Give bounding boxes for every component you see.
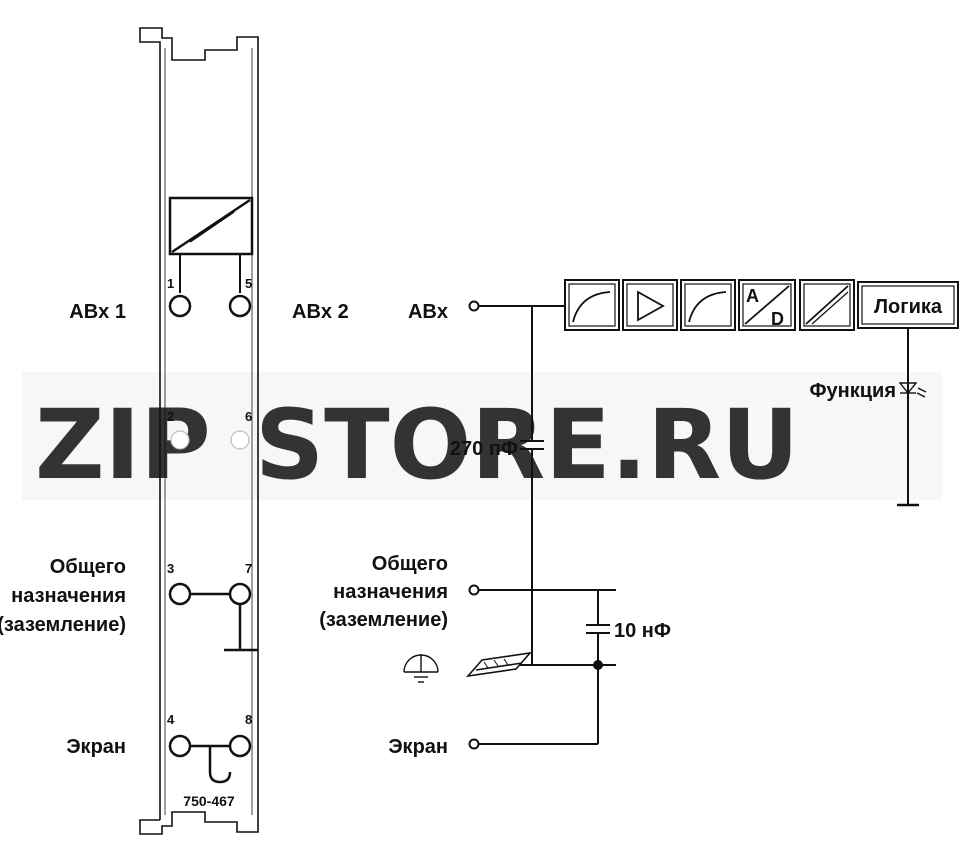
label-schematic-screen: Экран — [388, 736, 448, 758]
pin-label-1: 1 — [167, 276, 174, 291]
pin-label-8: 8 — [245, 712, 252, 727]
module-part-number: 750-467 — [183, 793, 235, 809]
terminal-general — [468, 584, 480, 596]
label-module-screen: Экран — [66, 736, 126, 758]
pin-8-terminal — [228, 734, 252, 758]
ad-label-d: D — [771, 309, 784, 329]
label-module-general-2: назначения — [11, 585, 126, 607]
converter-symbol — [168, 196, 254, 293]
label-module-general-3: (заземление) — [0, 614, 126, 636]
pin-4-terminal — [168, 734, 192, 758]
terminal-screen — [468, 738, 480, 750]
pin-6-terminal — [230, 430, 250, 450]
label-schematic-general-2: назначения — [333, 581, 448, 603]
label-module-general-1: Общего — [50, 556, 126, 578]
label-abx: ABx — [408, 301, 448, 323]
pin-label-2: 2 — [167, 409, 174, 424]
pin-label-3: 3 — [167, 561, 174, 576]
watermark-store: STORE.RU — [255, 389, 799, 501]
label-schematic-general-1: Общего — [372, 553, 448, 575]
ad-label-a: A — [746, 286, 759, 306]
pin-2-terminal — [170, 430, 190, 450]
isolator-block — [799, 279, 855, 331]
filter-block-1 — [564, 279, 620, 331]
pin-1-terminal — [168, 294, 192, 318]
amplifier-block — [622, 279, 678, 331]
label-schematic-general-3: (заземление) — [319, 609, 448, 631]
pin-label-5: 5 — [245, 276, 252, 291]
module-pin-wiring — [190, 592, 258, 784]
module-pins — [168, 294, 252, 758]
pin-label-4: 4 — [167, 712, 175, 727]
schematic-wiring — [468, 300, 616, 750]
ad-converter-block — [738, 279, 796, 331]
led-icon — [898, 382, 927, 398]
function-label: Функция — [809, 380, 896, 402]
pin-label-7: 7 — [245, 561, 252, 576]
logic-label: Логика — [874, 296, 943, 318]
module-housing — [139, 27, 259, 835]
pin-5-terminal — [228, 294, 252, 318]
label-cap-270: 270 пФ — [450, 438, 518, 460]
pin-label-6: 6 — [245, 409, 252, 424]
pin-7-terminal — [228, 582, 252, 606]
label-cap-10: 10 нФ — [614, 620, 671, 642]
function-led-wiring — [897, 328, 919, 507]
filter-block-2 — [680, 279, 736, 331]
terminal-abx — [468, 300, 480, 312]
label-abx1: ABx 1 — [69, 301, 126, 323]
label-abx2: ABx 2 — [292, 301, 349, 323]
earth-ground-icon — [403, 654, 439, 683]
pin-3-terminal — [168, 582, 192, 606]
din-rail-icon — [465, 651, 533, 678]
